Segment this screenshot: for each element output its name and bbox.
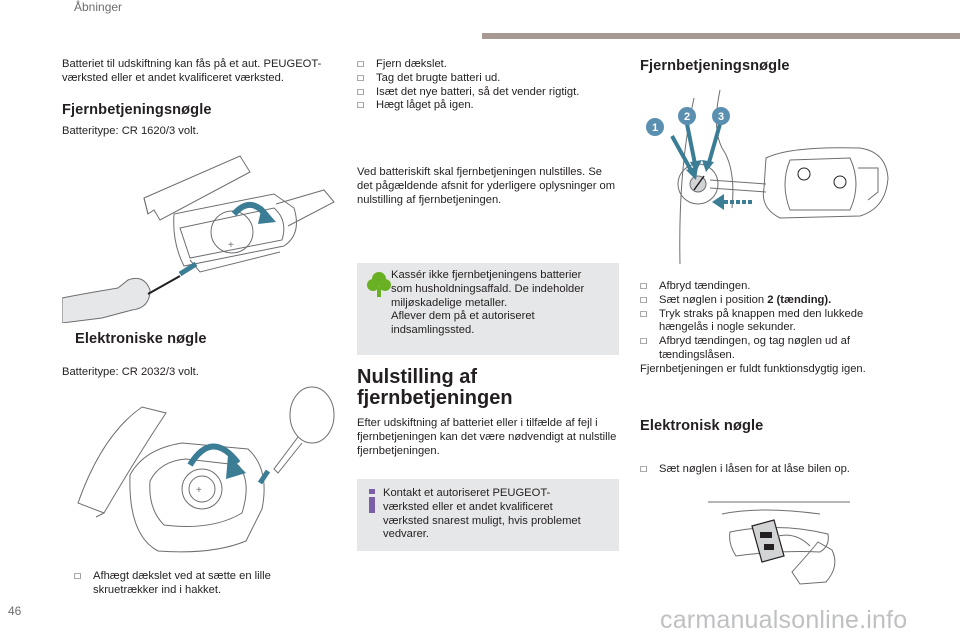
bullet-checkbox-icon: ☐ (357, 87, 365, 97)
result-text: Fjernbetjeningen er fuldt funktionsdygti… (640, 363, 866, 375)
bullet-checkbox-icon: ☐ (74, 572, 82, 581)
step-item: ☐Tag det brugte batteri ud. (357, 71, 501, 84)
electronic-heading: Elektroniske nøgle (75, 331, 207, 347)
electronic-key-steps: ☐Afhægt dækslet ved at sætte en lille sk… (74, 570, 314, 598)
remote-steps: ☐Fjern dækslet. ☐Tag det brugte batteri … (357, 58, 617, 113)
step-item: ☐Sæt nøglen i position 2 (tænding). (640, 293, 832, 306)
environment-text: Kassér ikke fjernbetjeningens batterier … (391, 269, 585, 337)
remote-heading-2: Fjernbetjeningsnøgle (640, 58, 790, 74)
remote-heading: Fjernbetjeningsnøgle (62, 102, 212, 118)
step-item: ☐Sæt nøglen i låsen for at låse bilen op… (640, 463, 850, 475)
bullet-checkbox-icon: ☐ (640, 282, 648, 291)
step-item: ☐Afbryd tændingen, og tag nøglen ud af t… (640, 335, 850, 361)
callout-1: 1 (652, 122, 658, 134)
bullet-checkbox-icon: ☐ (357, 101, 365, 111)
bullet-checkbox-icon: ☐ (357, 60, 365, 69)
step-item: ☐Hægt låget på igen. (357, 99, 474, 112)
reset-text: Efter udskiftning af batteriet eller i t… (357, 417, 617, 457)
info-text: Kontakt et autoriseret PEUGEOT- værksted… (383, 487, 581, 541)
callout-2: 2 (684, 111, 690, 123)
electronic-heading-2: Elektronisk nøgle (640, 418, 764, 434)
step-item: ☐Afhægt dækslet ved at sætte en lille sk… (74, 570, 271, 596)
watermark: carmanualsonline.info (660, 606, 908, 634)
electronic-steps: ☐Sæt nøglen i låsen for at låse bilen op… (640, 463, 902, 477)
door-handle-illustration (708, 501, 850, 585)
svg-text:+: + (196, 485, 202, 496)
electronic-battery-text: Batteritype: CR 2032/3 volt. (62, 366, 199, 378)
callout-3: 3 (718, 111, 724, 123)
header-bar (482, 33, 960, 39)
reset-steps: ☐Afbryd tændingen. ☐Sæt nøglen i positio… (640, 280, 902, 363)
bullet-checkbox-icon: ☐ (640, 337, 648, 347)
environment-box: Kassér ikke fjernbetjeningens batterier … (357, 263, 619, 355)
bullet-checkbox-icon: ☐ (640, 295, 648, 305)
info-icon (369, 489, 375, 513)
reset-note: Ved batteriskift skal fjernbetjeningen n… (357, 166, 616, 206)
intro-text: Batteriet til udskiftning kan fås på et … (62, 58, 322, 84)
remote-key-battery-illustration: + (62, 155, 335, 323)
step-item: ☐Afbryd tændingen. (640, 280, 751, 292)
section-title: Åbninger (74, 0, 123, 14)
step-item: ☐Isæt det nye batteri, så det vender rig… (357, 85, 580, 98)
step-item: ☐Fjern dækslet. (357, 58, 447, 70)
info-box: Kontakt et autoriseret PEUGEOT- værksted… (357, 479, 619, 551)
page-number: 46 (8, 604, 22, 618)
ignition-illustration: 1 2 3 (646, 89, 889, 265)
remote-battery-text: Batteritype: CR 1620/3 volt. (62, 125, 199, 137)
step-item: ☐Tryk straks på knappen med den lukkede … (640, 307, 864, 334)
svg-text:+: + (228, 240, 234, 251)
reset-heading: Nulstilling af fjernbetjeningen (357, 366, 513, 409)
bullet-checkbox-icon: ☐ (640, 309, 648, 319)
tree-icon (367, 272, 391, 297)
bullet-checkbox-icon: ☐ (640, 465, 648, 474)
electronic-key-battery-illustration: + (77, 386, 335, 553)
bullet-checkbox-icon: ☐ (357, 73, 365, 83)
